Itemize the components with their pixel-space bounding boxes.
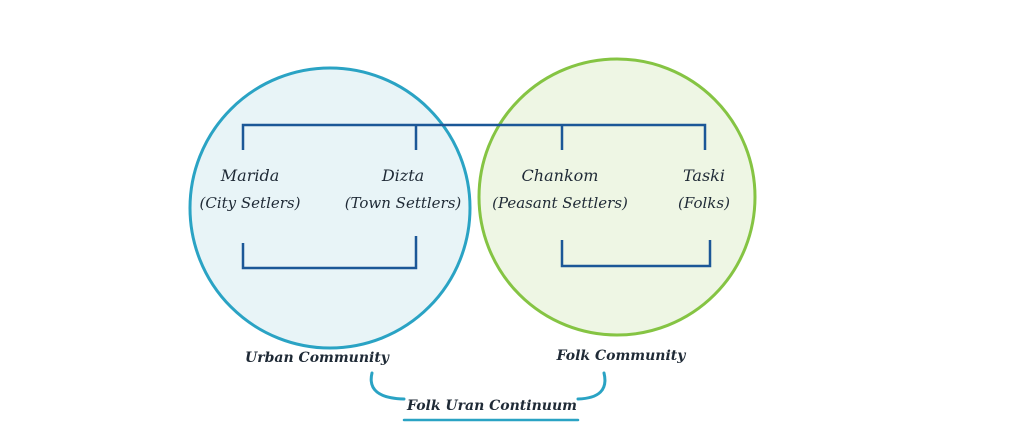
node-chankom: Chankom (Peasant Settlers) — [492, 166, 628, 212]
node-dizta-desc: (Town Settlers) — [345, 194, 462, 212]
top-connector-bracket — [241, 123, 707, 150]
continuum-left-arc — [369, 371, 406, 401]
node-chankom-desc: (Peasant Settlers) — [492, 194, 628, 212]
node-dizta-name: Dizta — [381, 166, 424, 185]
node-marida-name: Marida — [220, 166, 279, 185]
urban-community-label: Urban Community — [245, 350, 390, 366]
node-marida-desc: (City Setlers) — [200, 194, 301, 212]
continuum-label: Folk Uran Continuum — [406, 398, 577, 414]
node-marida: Marida (City Setlers) — [200, 166, 301, 212]
node-taski: Taski (Folks) — [678, 166, 730, 212]
urban-bottom-bracket — [241, 236, 418, 270]
node-taski-name: Taski — [683, 166, 725, 185]
node-taski-desc: (Folks) — [678, 194, 730, 212]
folk-bottom-bracket — [560, 240, 712, 268]
node-chankom-name: Chankom — [522, 166, 599, 185]
urban-community-circle — [188, 66, 472, 350]
folk-community-label: Folk Community — [556, 348, 687, 364]
node-dizta: Dizta (Town Settlers) — [345, 166, 462, 212]
continuum-right-arc — [576, 371, 607, 401]
